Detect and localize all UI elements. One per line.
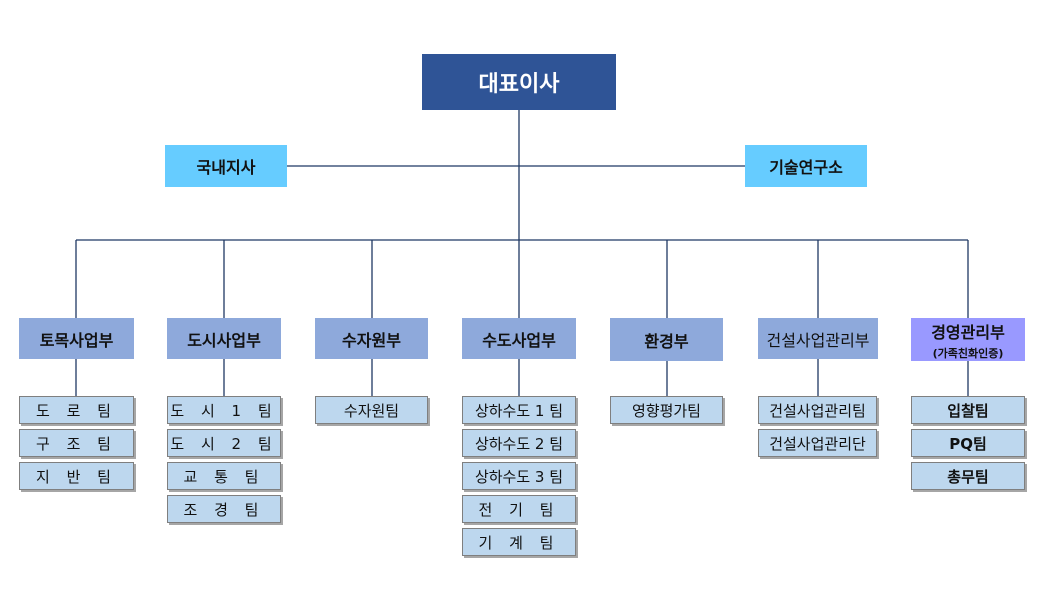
- division-box-construction-management: 건설사업관리부: [758, 318, 878, 359]
- team-box: 상하수도 3 팀: [462, 462, 576, 490]
- team-box: 건설사업관리단: [758, 429, 877, 457]
- division-label: 수자원부: [342, 330, 401, 350]
- team-box: 수자원팀: [315, 396, 428, 424]
- team-label: 교 통 팀: [183, 467, 265, 486]
- team-box: PQ팀: [911, 429, 1025, 457]
- team-label: 입찰팀: [947, 401, 989, 420]
- team-label: 상하수도 3 팀: [474, 467, 564, 486]
- ceo-box: 대표이사: [422, 54, 616, 110]
- team-label: PQ팀: [949, 434, 987, 453]
- team-box: 도 시 1 팀: [167, 396, 281, 424]
- team-label: 도 시 2 팀: [170, 434, 278, 453]
- division-box-water-resources: 수자원부: [315, 318, 428, 359]
- team-box: 전 기 팀: [462, 495, 576, 523]
- team-label: 건설사업관리팀: [769, 401, 866, 420]
- division-label: 토목사업부: [39, 330, 114, 350]
- research-institute-label: 기술연구소: [769, 158, 843, 177]
- division-label: 수도사업부: [482, 330, 556, 350]
- team-label: 기 계 팀: [478, 533, 560, 552]
- division-label: 경영관리부: [931, 322, 1005, 342]
- team-box: 교 통 팀: [167, 462, 281, 490]
- team-label: 조 경 팀: [183, 500, 265, 519]
- division-box-environment: 환경부: [610, 318, 723, 361]
- team-box: 건설사업관리팀: [758, 396, 877, 424]
- team-label: 영향평가팀: [631, 401, 701, 420]
- team-label: 상하수도 2 팀: [474, 434, 564, 453]
- team-box: 입찰팀: [911, 396, 1025, 424]
- ceo-label: 대표이사: [478, 72, 560, 97]
- team-label: 건설사업관리단: [769, 434, 866, 453]
- team-label: 도 시 1 팀: [170, 401, 278, 420]
- team-label: 총무팀: [947, 467, 989, 486]
- team-label: 지 반 팀: [36, 467, 117, 486]
- division-box-business-management: 경영관리부 (가족친화인증): [911, 318, 1025, 361]
- team-box: 상하수도 1 팀: [462, 396, 576, 424]
- team-label: 도 로 팀: [36, 401, 117, 420]
- division-label: 환경부: [644, 331, 689, 351]
- division-label: 도시사업부: [187, 330, 261, 350]
- team-box: 도 로 팀: [19, 396, 134, 424]
- division-label: 건설사업관리부: [766, 330, 870, 350]
- team-box: 영향평가팀: [610, 396, 723, 424]
- team-box: 구 조 팀: [19, 429, 134, 457]
- division-box-urban: 도시사업부: [167, 318, 281, 359]
- division-box-waterworks: 수도사업부: [462, 318, 576, 359]
- domestic-branch-box: 국내지사: [165, 145, 287, 187]
- team-box: 도 시 2 팀: [167, 429, 281, 457]
- team-box: 총무팀: [911, 462, 1025, 490]
- team-box: 기 계 팀: [462, 528, 576, 556]
- domestic-branch-label: 국내지사: [196, 158, 256, 177]
- division-subtitle: (가족친화인증): [932, 346, 1004, 360]
- team-label: 수자원팀: [343, 401, 400, 420]
- division-box-civil: 토목사업부: [19, 318, 134, 359]
- team-box: 지 반 팀: [19, 462, 134, 490]
- team-label: 전 기 팀: [478, 500, 560, 519]
- team-label: 상하수도 1 팀: [474, 401, 564, 420]
- team-box: 조 경 팀: [167, 495, 281, 523]
- team-box: 상하수도 2 팀: [462, 429, 576, 457]
- team-label: 구 조 팀: [36, 434, 117, 453]
- research-institute-box: 기술연구소: [745, 145, 867, 187]
